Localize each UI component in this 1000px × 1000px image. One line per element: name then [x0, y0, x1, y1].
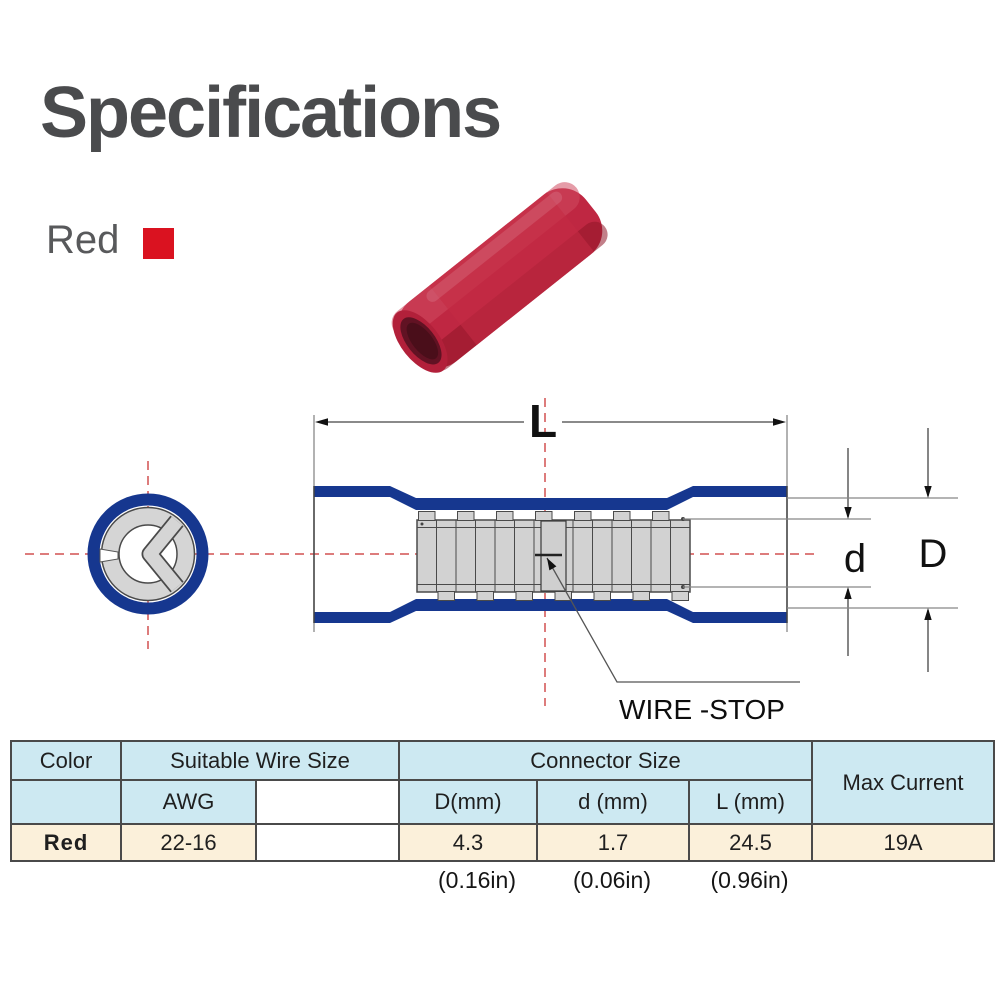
cell-inner-diameter-inches: (0.06in): [573, 867, 651, 893]
col-header-max-current: Max Current: [811, 740, 996, 825]
wire-stop-callout: WIRE -STOP: [546, 557, 800, 725]
insulation-top: [314, 486, 787, 510]
dimension-diagram: L d D WIRE -STOP: [25, 395, 958, 725]
variant-label: Red: [46, 218, 120, 262]
col-header-inner-diameter: d (mm): [536, 779, 690, 825]
dim-inner-diameter-label: d: [844, 537, 866, 581]
metal-sleeve: [416, 511, 691, 601]
cell-length: 24.5: [687, 823, 814, 862]
dim-outer-diameter: D: [787, 428, 958, 672]
dim-length: L: [315, 395, 786, 447]
cell-length-inches: (0.96in): [710, 867, 789, 893]
col-header-suitable-wire-size: Suitable Wire Size: [120, 740, 400, 781]
dim-length-label: L: [529, 395, 557, 447]
wire-stop-label: WIRE -STOP: [619, 694, 785, 725]
cell-inner-diameter: 1.7: [536, 823, 690, 862]
col-header-awg: AWG: [120, 779, 257, 825]
insulation-bottom: [314, 599, 787, 623]
erased-header-cell: [255, 779, 400, 825]
spec-table-wrap: Color Suitable Wire Size Connector Size …: [10, 740, 996, 893]
cell-color: Red: [10, 823, 122, 862]
erased-data-cell: [255, 823, 400, 862]
cell-awg: 22-16: [120, 823, 257, 862]
col-header-connector-size: Connector Size: [397, 740, 814, 781]
sleeve-seam-slit: [99, 548, 119, 563]
col-header-outer-diameter: D(mm): [398, 779, 538, 825]
col-header-color-empty: [10, 779, 122, 825]
variant-row: Red: [46, 218, 175, 263]
wire-stop-chevron: [143, 516, 183, 592]
dim-outer-diameter-label: D: [919, 532, 948, 576]
connector-body: [391, 182, 608, 373]
cross-section-diagram: [87, 493, 209, 615]
col-header-length: L (mm): [687, 779, 814, 825]
cell-outer-diameter: 4.3: [398, 823, 538, 862]
red-color-swatch: [143, 228, 175, 259]
spec-table: Color Suitable Wire Size Connector Size …: [10, 740, 996, 862]
connector-photo: [391, 182, 608, 373]
col-header-color: Color: [10, 740, 122, 781]
side-view-diagram: L d D WIRE -STOP: [313, 395, 958, 725]
page-title: Specifications: [40, 73, 502, 153]
cell-max-current: 19A: [811, 823, 996, 862]
table-row: Red 22-16 4.3 1.7 24.5 19A: [10, 823, 996, 862]
dim-inner-diameter: d: [683, 448, 871, 656]
cell-outer-diameter-inches: (0.16in): [438, 867, 516, 893]
